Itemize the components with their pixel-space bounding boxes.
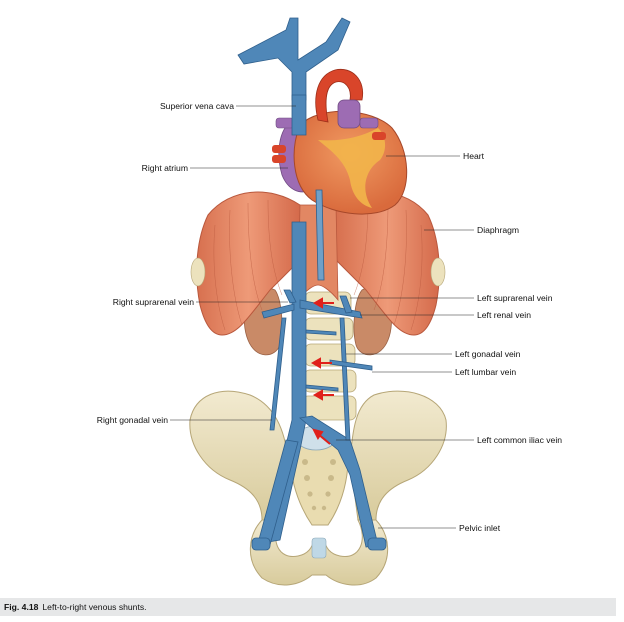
- label-left-suprarenal-vein: Left suprarenal vein: [477, 293, 553, 303]
- label-right-atrium: Right atrium: [141, 163, 188, 173]
- arrow-left-lumbar-1: [310, 357, 332, 369]
- label-pelvic-inlet: Pelvic inlet: [459, 523, 501, 533]
- label-superior-vena-cava: Superior vena cava: [159, 101, 234, 111]
- sacral-foramina: [302, 459, 336, 511]
- lumbar-veins: [305, 329, 339, 392]
- caption-figure-number: Fig. 4.18: [4, 602, 39, 612]
- diaphragm: [190, 191, 446, 336]
- label-heart: Heart: [463, 151, 485, 161]
- heart: [272, 68, 408, 215]
- inferior-vena-cava: [267, 221, 307, 543]
- label-diaphragm: Diaphragm: [477, 225, 520, 235]
- right-suprarenal-vein-shape: [283, 289, 297, 304]
- superior-vena-cava: [291, 94, 307, 136]
- brachiocephalic-veins: [237, 17, 351, 101]
- caption-text: Left-to-right venous shunts.: [42, 602, 147, 612]
- right-gonadal-vein-shape: [269, 317, 287, 431]
- label-right-gonadal-vein: Right gonadal vein: [96, 415, 168, 425]
- arrow-left-lumbar-2: [312, 389, 334, 401]
- right-renal-vein: [261, 303, 295, 319]
- left-renal-vein: [299, 299, 363, 319]
- pelvic-inlet-vein-stub-right: [367, 537, 387, 551]
- label-left-renal-vein: Left renal vein: [477, 310, 531, 320]
- venous-shunts-illustration: [170, 17, 474, 586]
- flow-arrows: [310, 297, 334, 445]
- label-left-lumbar-vein: Left lumbar vein: [455, 367, 517, 377]
- coronary-fat: [318, 128, 386, 208]
- pelvic-inlet-vein-stub-left: [251, 537, 271, 551]
- leader-lines: [170, 105, 474, 529]
- label-right-suprarenal-vein: Right suprarenal vein: [112, 297, 194, 307]
- left-iliac-wing: [189, 390, 289, 521]
- label-left-common-iliac-vein: Left common iliac vein: [477, 435, 563, 445]
- arrow-left-renal: [312, 297, 334, 309]
- pulmonary-trunk: [337, 99, 361, 129]
- pubic-symphysis: [311, 537, 327, 559]
- label-left-gonadal-vein: Left gonadal vein: [455, 349, 521, 359]
- azygos-vein: [315, 189, 325, 281]
- left-suprarenal-vein-shape: [339, 295, 353, 314]
- pelvis: [189, 390, 447, 586]
- figure-caption: Fig. 4.18 Left-to-right venous shunts.: [0, 598, 616, 616]
- right-iliac-wing: [349, 390, 447, 521]
- arrow-left-common-iliac: [312, 428, 331, 445]
